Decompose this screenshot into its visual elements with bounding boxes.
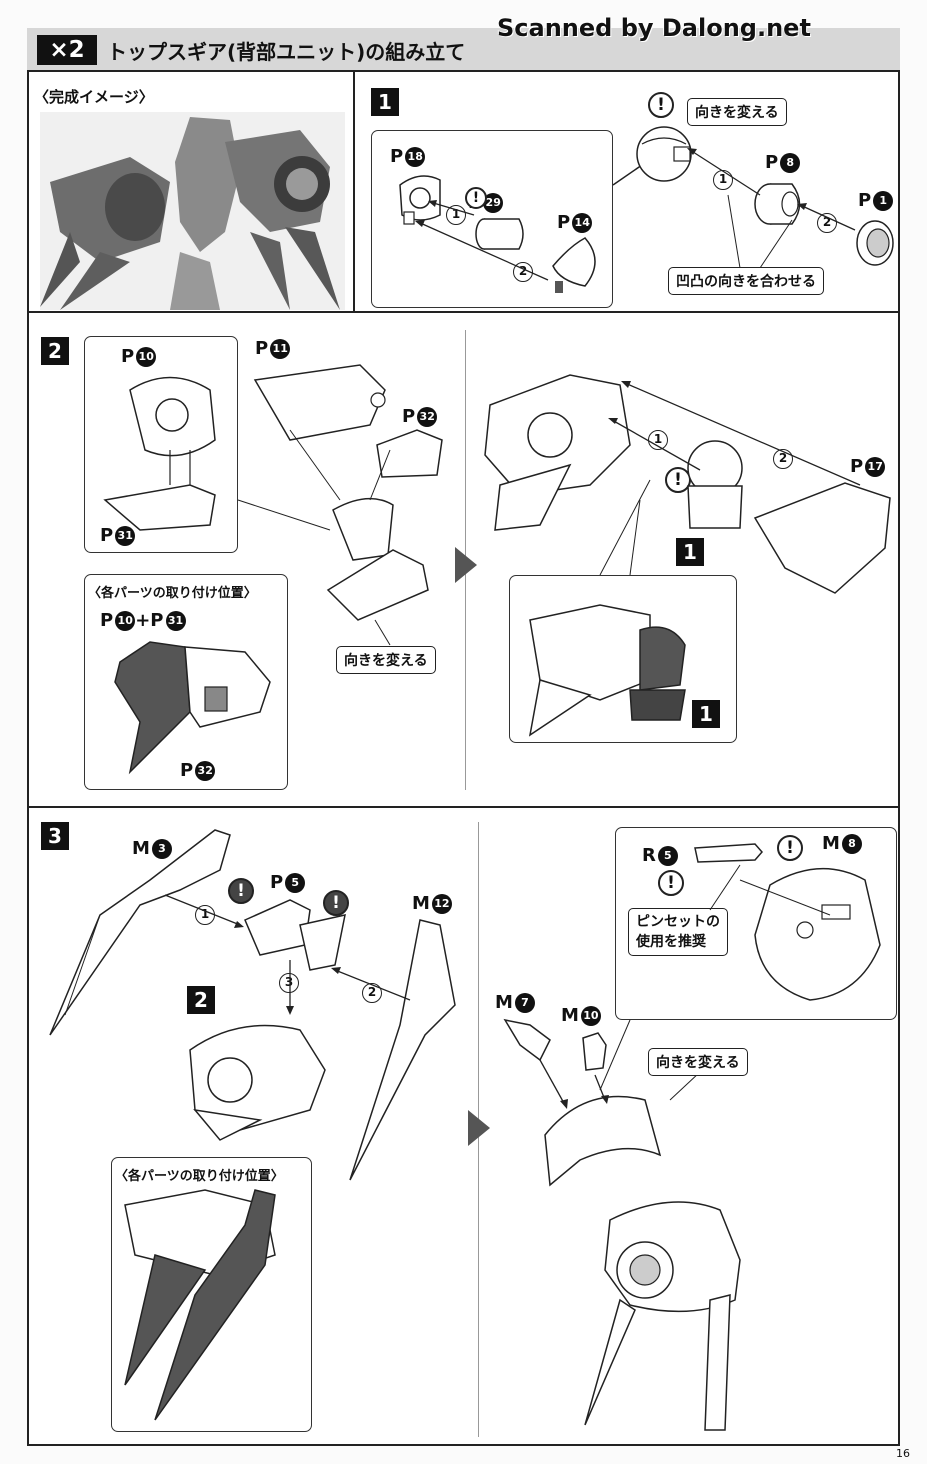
part-P31-drawing [103,450,216,531]
step1-callout-leader [612,164,643,186]
step-1-marker: 1 [371,88,399,116]
step2-main-body-drawing [484,374,631,531]
step1-arrows-outer [687,148,856,269]
part-M10-drawing [582,1032,607,1071]
callout-align: 凹凸の向きを合わせる [668,267,824,295]
divider-h-1 [27,311,900,313]
header-bar [27,28,900,72]
caution-icon-2: ! [648,92,674,118]
page-title: トップスギア(背部ユニット)の組み立て [107,40,466,64]
part-P29-drawing [475,218,524,250]
caution-icon-7: ! [658,870,684,896]
step2-ball-drawing [687,440,743,529]
step3-subassembly-drawing [189,1024,326,1141]
part-P17-drawing [753,482,891,594]
step2-assembly-drawing [326,497,429,621]
step-2-marker: 2 [41,337,69,365]
order-1-c: 1 [648,430,668,450]
step2-arrows [599,381,861,576]
part-P5-drawing [244,899,346,971]
quantity-badge: ×2 [37,35,97,65]
ball-joint-drawing [636,126,692,182]
part-R5-drawing [694,843,763,863]
part-M3-drawing [49,829,231,1036]
step-3-marker: 3 [41,822,69,850]
step2-position-title: 〈各パーツの取り付け位置〉 [88,586,257,601]
order-3-d: 3 [279,973,299,993]
part-P8-drawing [754,183,801,225]
order-2-b: 2 [817,213,837,233]
caution-icon: ! [465,187,487,209]
caution-icon-4: ! [228,878,254,904]
step3-final-drawing [584,1201,741,1431]
step2-detail-drawing [528,604,686,737]
caution-icon-5: ! [323,890,349,916]
caution-icon-6: ! [777,835,803,861]
order-1-a: 1 [446,205,466,225]
ref-step-2: 2 [187,986,215,1014]
step3-position-drawing [124,1189,276,1421]
part-P14-drawing [552,237,596,293]
step3-cover-drawing [544,1095,662,1187]
divider-v-top [353,72,355,312]
step2-position-drawing [114,641,271,775]
caution-icon-3: ! [665,467,691,493]
callout-turn-1: 向きを変える [687,98,787,126]
step2-guide-lines [237,429,391,646]
part-P1-drawing [856,220,894,266]
divider-h-2 [27,806,900,808]
callout-tweezers: ピンセットの 使用を推奨 [628,908,728,956]
callout-turn-3: 向きを変える [648,1048,748,1076]
scan-watermark: Scanned by Dalong.net [497,14,811,42]
part-M12-drawing [349,919,456,1181]
completion-label: 〈完成イメージ〉 [34,88,154,106]
part-P18-drawing [399,175,441,225]
page-number: 16 [896,1447,910,1460]
part-P11-drawing [253,364,386,441]
ref-step-1: 1 [676,538,704,566]
completion-image [40,112,345,310]
part-M8-drawing [754,867,881,1001]
part-P10-drawing [129,376,216,457]
ref-step-1-detail: 1 [692,700,720,728]
step3-position-title: 〈各パーツの取り付け位置〉 [115,1169,284,1184]
callout-turn-2: 向きを変える [336,646,436,674]
part-M7-drawing [503,1018,551,1062]
order-2-d: 2 [362,983,382,1003]
step2-flow-arrow [455,547,477,583]
step3-flow-arrow [468,1110,490,1146]
step1-arrows-inner [415,200,549,281]
